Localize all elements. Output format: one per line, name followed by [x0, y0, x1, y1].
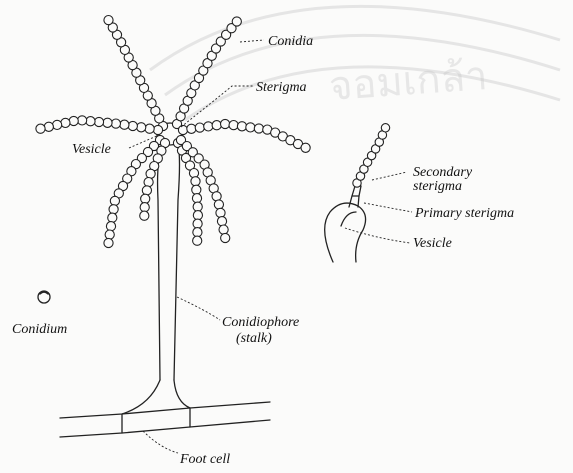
conidium-bead — [94, 117, 103, 126]
conidium-bead — [128, 121, 137, 130]
conidium-bead — [232, 17, 241, 26]
chain-upper-right — [172, 17, 241, 129]
conidium-bead — [219, 225, 228, 234]
label-conidiophore: Conidiophore (stalk) — [222, 315, 303, 346]
conidium-bead — [105, 230, 114, 239]
conidium-bead — [140, 203, 149, 212]
conidium-bead — [61, 118, 70, 127]
label-primary-sterigma: Primary sterigma — [414, 206, 514, 221]
conidium-bead — [110, 196, 119, 205]
conidium-bead — [204, 122, 213, 131]
conidium-bead — [103, 118, 112, 127]
conidium-bead — [120, 120, 129, 129]
detail-vesicle-group — [325, 124, 390, 262]
label-conidia: Conidia — [268, 34, 313, 49]
conidium-bead — [254, 124, 263, 133]
conidial-chains — [36, 16, 310, 248]
conidium-bead — [142, 186, 151, 195]
conidium-bead — [214, 200, 223, 209]
conidium-bead — [106, 222, 115, 231]
conidium-bead — [246, 123, 255, 132]
conidium-bead — [237, 122, 246, 131]
conidium-bead — [191, 177, 200, 186]
conidium-bead — [144, 178, 153, 187]
conidium-bead — [221, 119, 230, 128]
conidium-bead — [86, 117, 95, 126]
conidium-bead — [137, 123, 146, 132]
conidium-bead — [141, 194, 150, 203]
conidium-bead — [53, 120, 62, 129]
label-vesicle-detail: Vesicle — [413, 236, 452, 251]
chain-upper-left — [104, 16, 168, 131]
conidium-bead — [193, 236, 202, 245]
conidium-bead — [193, 219, 202, 228]
conidium-bead — [44, 122, 53, 131]
conidium-bead — [104, 16, 113, 25]
conidium-bead — [104, 238, 113, 247]
label-sterigma: Sterigma — [256, 80, 307, 95]
conidium-bead — [178, 125, 187, 134]
watermark-text: จอมเกล้า — [327, 53, 489, 110]
conidium-bead — [212, 121, 221, 130]
chain-right — [178, 119, 310, 152]
conidium-bead — [216, 208, 225, 217]
conidium-bead — [192, 185, 201, 194]
conidium-bead — [153, 125, 162, 134]
conidiophore-stalk — [158, 143, 180, 380]
conidium-bead — [195, 123, 204, 132]
conidium-bead — [145, 124, 154, 133]
conidium-bead — [78, 116, 87, 125]
conidium-bead — [140, 211, 149, 220]
primary-sterigma — [349, 196, 359, 207]
conidium-bead — [193, 211, 202, 220]
label-conidium: Conidium — [12, 322, 67, 337]
conidium-bead — [229, 121, 238, 130]
conidium-bead — [69, 116, 78, 125]
label-vesicle-main: Vesicle — [72, 142, 111, 157]
conidium-bead — [301, 143, 310, 152]
conidium-bead — [109, 205, 118, 214]
conidium-bead — [187, 124, 196, 133]
conidium-bead — [36, 124, 45, 133]
conidium-bead — [217, 217, 226, 226]
label-foot-cell: Foot cell — [179, 452, 230, 467]
conidium-bead — [146, 169, 155, 178]
conidium-bead — [108, 213, 117, 222]
conidium-bead — [111, 119, 120, 128]
conidium-bead — [221, 233, 230, 242]
chain-lower-left — [104, 135, 165, 247]
conidium-bead — [381, 124, 389, 132]
conidium-bead — [189, 169, 198, 178]
label-secondary-sterigma: Secondary sterigma — [413, 165, 476, 194]
conidium-bead — [193, 202, 202, 211]
chain-left — [36, 116, 163, 135]
foot-cell-hypha — [60, 380, 270, 437]
conidium-bead — [192, 194, 201, 203]
conidium-spore — [38, 291, 50, 303]
conidium-bead — [193, 228, 202, 237]
